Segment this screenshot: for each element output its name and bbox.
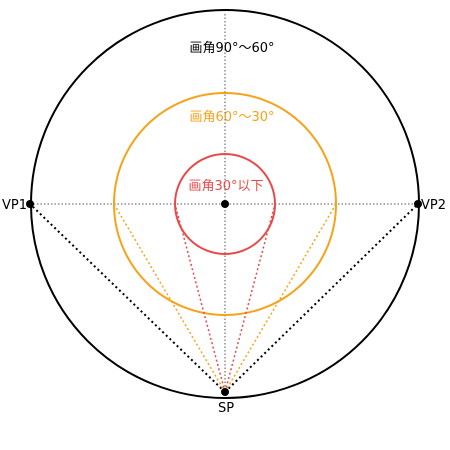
label-vp2: VP2 bbox=[421, 198, 446, 213]
label-vp1: VP1 bbox=[2, 198, 27, 213]
sight-line-vp2 bbox=[224, 203, 419, 393]
sight-line-vp1 bbox=[29, 203, 226, 393]
middle-circle-60 bbox=[113, 92, 337, 316]
vp2-point bbox=[414, 200, 422, 208]
label-zone-60-30: 画角60°〜30° bbox=[189, 110, 274, 125]
sight-line-60-left bbox=[113, 203, 226, 393]
label-zone-30: 画角30°以下 bbox=[188, 179, 263, 194]
label-sp: SP bbox=[218, 401, 234, 416]
inner-circle-30 bbox=[174, 153, 276, 255]
vp1-point bbox=[26, 200, 34, 208]
center-point bbox=[221, 200, 229, 208]
sight-line-30-left bbox=[174, 203, 226, 393]
sp-point bbox=[221, 388, 229, 396]
label-zone-90-60: 画角90°〜60° bbox=[189, 41, 274, 56]
sight-line-30-right bbox=[224, 203, 276, 393]
sight-line-60-right bbox=[224, 203, 337, 393]
